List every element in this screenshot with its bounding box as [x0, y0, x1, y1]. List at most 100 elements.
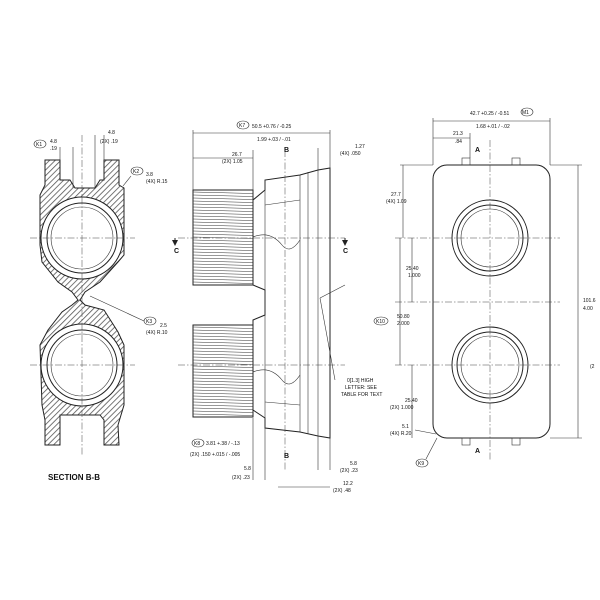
- upper-threads: [192, 191, 254, 284]
- k7-label: K7: [239, 123, 245, 129]
- dim-1-99: 1.99 +.03 / -.01: [257, 137, 291, 143]
- k9-label: K9: [418, 461, 424, 467]
- dim-4-00: 4.00: [583, 306, 593, 312]
- thread-line: [192, 362, 254, 365]
- thread-line: [192, 356, 254, 359]
- dim-48: (2X) .48: [333, 488, 351, 494]
- thread-line: [192, 269, 254, 272]
- thread-line: [192, 329, 254, 332]
- k8-label: K8: [194, 441, 200, 447]
- cut-c-right: C: [343, 248, 348, 255]
- dim-12-2: 12.2: [343, 481, 353, 487]
- thread-line: [192, 248, 254, 251]
- thread-line: [192, 347, 254, 350]
- dim-4-8-top-in: (2X) .19: [100, 139, 118, 145]
- cut-b-top: B: [284, 147, 289, 154]
- thread-line: [192, 260, 254, 263]
- thread-line: [192, 251, 254, 254]
- dim-101-6: 101.6: [583, 298, 596, 304]
- k1-label: K1: [36, 142, 42, 148]
- k10-label: K10: [376, 319, 385, 325]
- thread-line: [192, 242, 254, 245]
- dim-1-68: 1.68 +.01 / -.02: [476, 124, 510, 130]
- thread-line: [192, 272, 254, 275]
- thread-line: [192, 410, 254, 413]
- dim-r10: (4X) R.10: [146, 330, 168, 336]
- thread-line: [192, 341, 254, 344]
- thread-line: [192, 239, 254, 242]
- thread-line: [192, 359, 254, 362]
- thread-line: [192, 332, 254, 335]
- dim-050: (4X) .050: [340, 151, 361, 157]
- lower-threads: [192, 326, 254, 416]
- cut-c-left: C: [174, 248, 179, 255]
- thread-line: [192, 326, 254, 329]
- thread-line: [192, 227, 254, 230]
- thread-line: [192, 392, 254, 395]
- thread-line: [192, 224, 254, 227]
- thread-line: [192, 368, 254, 371]
- thread-line: [192, 218, 254, 221]
- dim-1-09: (4X) 1.09: [386, 199, 407, 205]
- thread-line: [192, 404, 254, 407]
- dim-84: .84: [455, 139, 462, 145]
- dim-1-05: (2X) 1.05: [222, 159, 243, 165]
- dim-25-40-b: 25.40: [405, 398, 418, 404]
- flange-body: [252, 167, 331, 439]
- thread-line: [192, 215, 254, 218]
- dim-5-8-right: 5.8: [350, 461, 357, 467]
- thread-line: [192, 365, 254, 368]
- thread-line: [192, 245, 254, 248]
- front-plate: [432, 164, 551, 439]
- dim-42-7: 42.7 +0.25 / -0.51: [470, 111, 510, 117]
- dim-50-80: 50.80: [397, 314, 410, 320]
- dim-1-000-a: 1.000: [408, 273, 421, 279]
- dim-5-8-left: 5.8: [244, 466, 251, 472]
- thread-line: [192, 266, 254, 269]
- dim-3-8: 3.8: [146, 172, 153, 178]
- thread-line: [192, 371, 254, 374]
- thread-line: [192, 275, 254, 278]
- dim-23-right: (2X) .23: [340, 468, 358, 474]
- note-line-2: LETTER: SEE: [345, 385, 378, 391]
- thread-line: [192, 206, 254, 209]
- thread-line: [192, 233, 254, 236]
- dim-3-81: 3.81 +.38 / -.13: [206, 441, 240, 447]
- dim-26-7: 26.7: [232, 152, 242, 158]
- dim-27-7: 27.7: [391, 192, 401, 198]
- thread-line: [192, 344, 254, 347]
- thread-line: [192, 380, 254, 383]
- dim-23-left: (2X) .23: [232, 475, 250, 481]
- dim-2-5: 2.5: [160, 323, 167, 329]
- dim-5-1: 5.1: [402, 424, 409, 430]
- thread-line: [192, 350, 254, 353]
- dim-21-3: 21.3: [453, 131, 463, 137]
- front-view: A A 42.7 +0.25 / -0.51 M1 1.68 +.01 / -.…: [373, 107, 596, 468]
- thread-line: [192, 395, 254, 398]
- thread-line: [192, 401, 254, 404]
- dim-1-27: 1.27: [355, 144, 365, 150]
- thread-line: [192, 407, 254, 410]
- thread-line: [192, 374, 254, 377]
- thread-line: [192, 389, 254, 392]
- dim-r15: (4X) R.15: [146, 179, 168, 185]
- cut-a-bottom: A: [475, 448, 480, 455]
- m1-label: M1: [522, 110, 529, 116]
- dim-cut-off: (2: [590, 364, 595, 370]
- thread-line: [192, 413, 254, 416]
- thread-line: [192, 335, 254, 338]
- thread-line: [192, 278, 254, 281]
- thread-line: [192, 254, 254, 257]
- section-title: SECTION B-B: [48, 473, 100, 482]
- thread-line: [192, 338, 254, 341]
- dim-4-8-left-in: .19: [50, 146, 57, 152]
- thread-line: [192, 230, 254, 233]
- thread-line: [192, 398, 254, 401]
- note-line-1: 0[1.3] HIGH: [347, 378, 374, 384]
- dim-1-000-b: (2X) 1.000: [390, 405, 414, 411]
- thread-line: [192, 377, 254, 380]
- dim-150: (2X) .150 +.015 / -.005: [190, 452, 240, 458]
- thread-line: [192, 353, 254, 356]
- dim-4-8-top: 4.8: [108, 130, 115, 136]
